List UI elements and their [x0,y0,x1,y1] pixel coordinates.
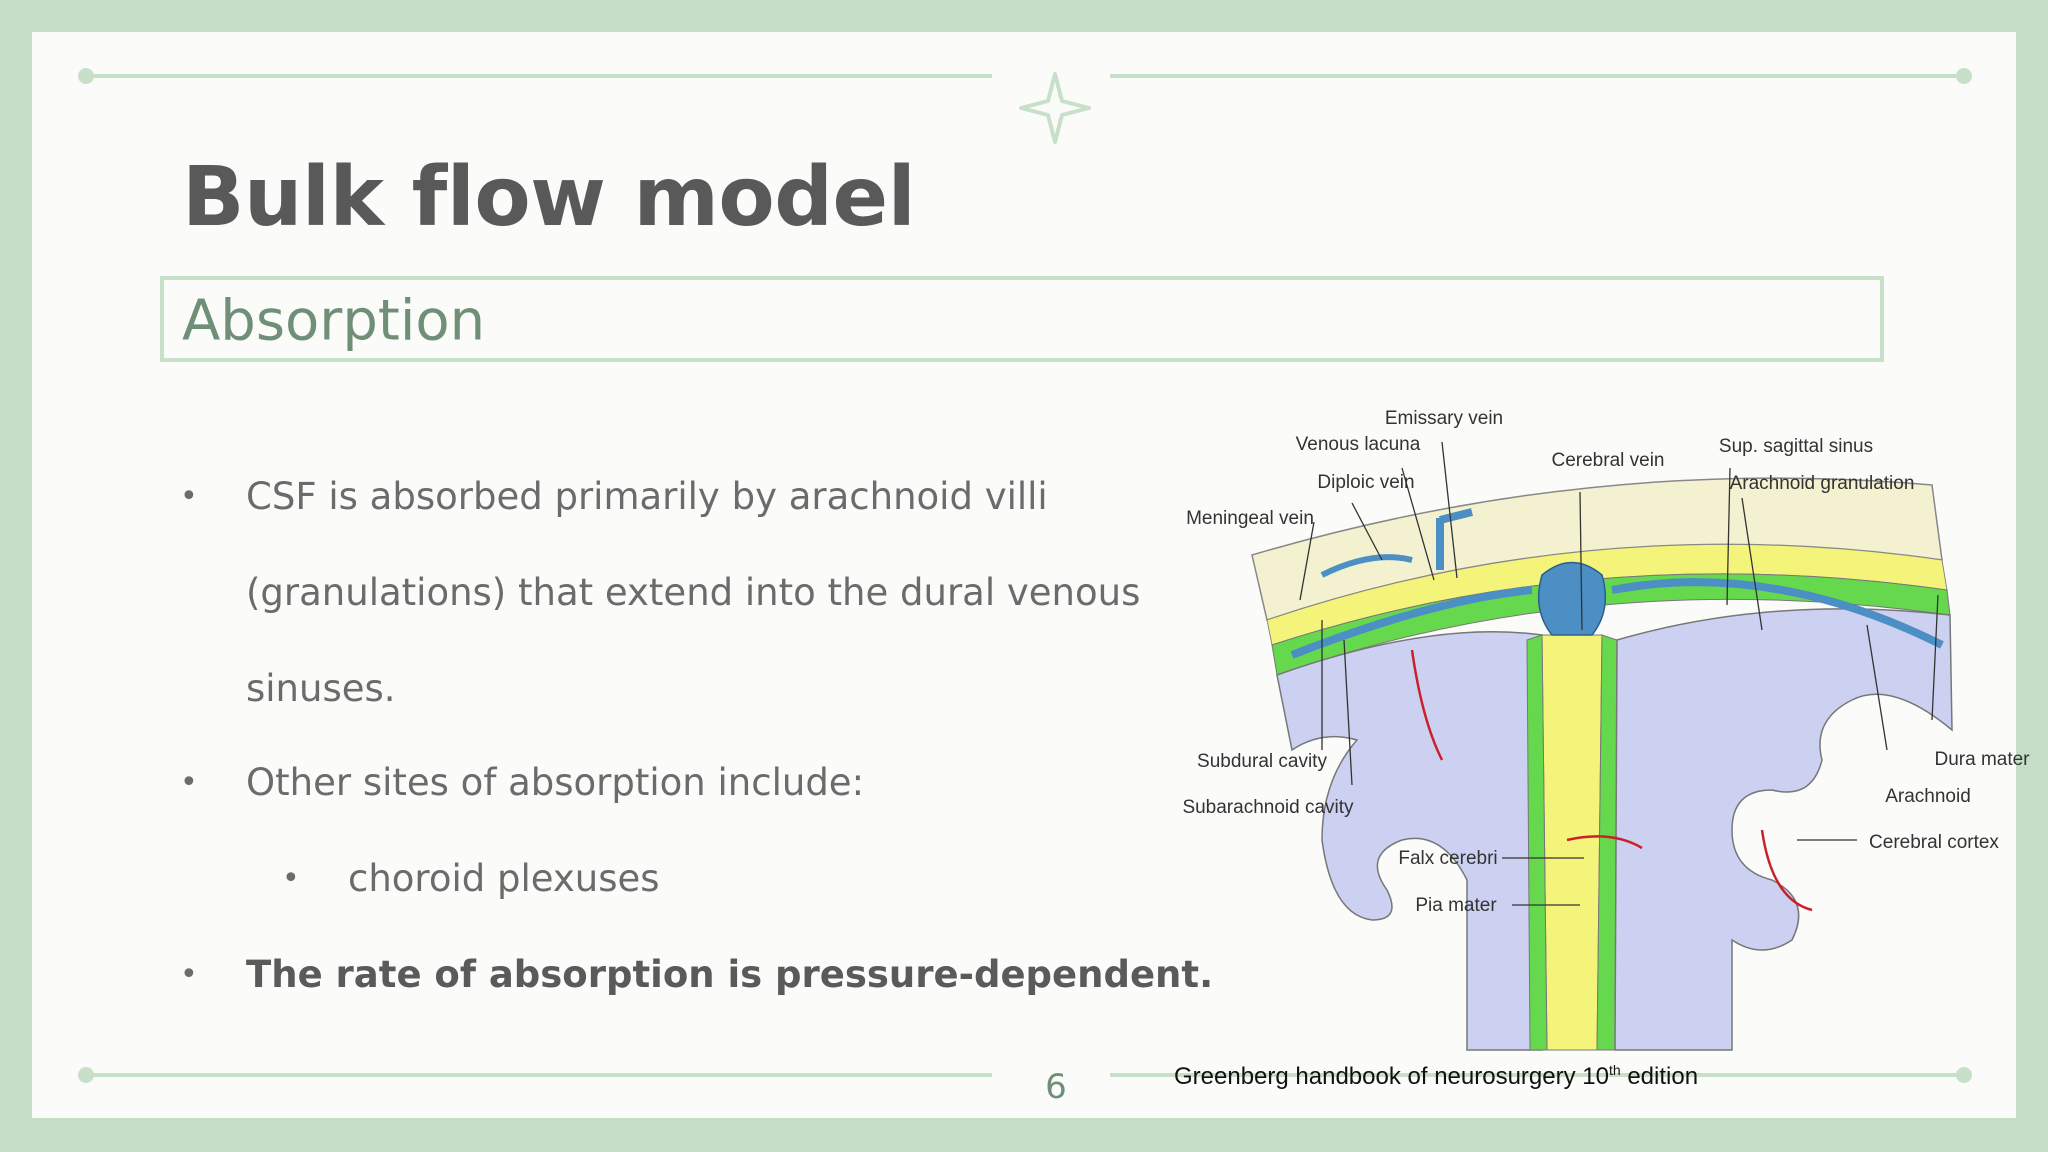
bullet-marker: • [180,479,198,514]
sub-bullet-marker: • [282,861,300,896]
top-right-rule [1110,74,1964,78]
bullet-1-line-1: CSF is absorbed primarily by arachnoid v… [246,475,1048,518]
label-falx-cerebri: Falx cerebri [1398,848,1497,869]
label-diploic-vein: Diploic vein [1317,472,1414,493]
figure-caption: Greenberg handbook of neurosurgery 10th … [1174,1062,1698,1091]
subtitle-box [160,276,1884,362]
label-venous-lacuna: Venous lacuna [1296,434,1421,455]
caption-superscript: th [1608,1062,1621,1078]
caption-end: edition [1620,1063,1699,1090]
label-meningeal-vein: Meningeal vein [1186,508,1314,529]
bottom-right-dot [1956,1067,1972,1083]
bullet-marker: • [180,957,198,992]
label-cerebral-cortex: Cerebral cortex [1869,832,1999,853]
label-subarachnoid-cavity: Subarachnoid cavity [1182,797,1354,818]
bullet-3: The rate of absorption is pressure-depen… [246,953,1214,996]
caption-text: Greenberg handbook of neurosurgery 10 [1174,1063,1609,1090]
bullet-1-line-3: sinuses. [246,667,396,710]
top-left-rule [86,74,992,78]
sub-bullet-1: choroid plexuses [348,857,660,900]
bullet-1: CSF is absorbed primarily by arachnoid v… [246,449,1140,737]
page-number: 6 [1045,1067,1067,1107]
label-dura-mater: Dura mater [1934,749,2030,770]
slide: Bulk flow model Absorption • CSF is abso… [32,32,2030,1118]
section-subtitle: Absorption [182,288,486,354]
label-arachnoid-granulation: Arachnoid granulation [1730,473,1915,494]
bottom-left-dot [78,1067,94,1083]
sparkle-icon [1019,72,1091,144]
bullet-marker: • [180,765,198,800]
label-sup-sagittal-sinus: Sup. sagittal sinus [1719,436,1873,457]
bullet-2: Other sites of absorption include: [246,761,865,804]
meninges-diagram: Emissary vein Venous lacuna Cerebral vei… [1182,408,2030,1051]
label-emissary-vein: Emissary vein [1385,408,1503,429]
label-subdural-cavity: Subdural cavity [1197,751,1327,772]
bottom-right-rule [1110,1073,1964,1077]
label-arachnoid: Arachnoid [1885,786,1971,807]
slide-title: Bulk flow model [182,150,916,245]
top-left-dot [78,68,94,84]
bottom-left-rule [86,1073,992,1077]
label-cerebral-vein: Cerebral vein [1552,450,1665,471]
top-right-dot [1956,68,1972,84]
bullet-1-line-2: (granulations) that extend into the dura… [246,571,1141,614]
label-pia-mater: Pia mater [1415,895,1497,916]
